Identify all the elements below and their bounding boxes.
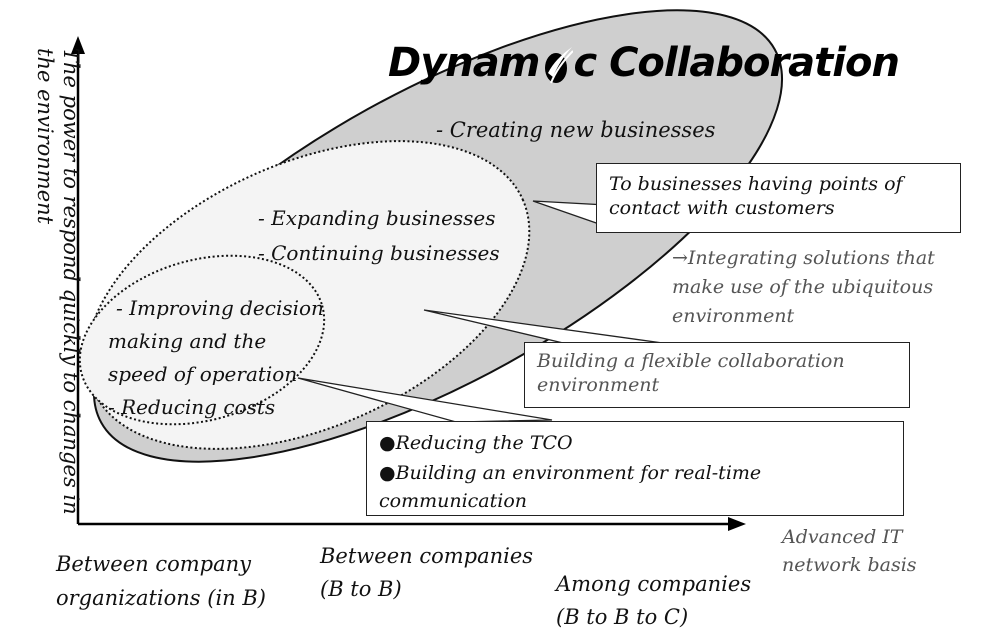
x-axis-corner-label-2: network basis	[782, 554, 917, 576]
logo-text-part2: c Collaboration	[573, 40, 900, 86]
y-axis-label-line2: the environment	[33, 48, 57, 225]
stage3-label-line2: (B to B to C)	[556, 605, 689, 629]
dynamic-collaboration-logo: Dynam c Collaboration	[388, 38, 900, 88]
stage2-label-line2: (B to B)	[320, 577, 402, 601]
tco-callout-line3: communication	[379, 490, 528, 512]
tco-callout-line1: ●Reducing the TCO	[379, 432, 573, 454]
inner-ellipse-text-3: speed of operation	[108, 362, 298, 386]
middle-ellipse-text-1: - Expanding businesses	[258, 206, 496, 230]
stage2-label-line1: Between companies	[320, 544, 534, 568]
y-axis-label: The power to respond quickly to changes …	[32, 48, 84, 515]
inner-ellipse-text-2: making and the	[108, 329, 267, 353]
customers-callout-line2: contact with customers	[609, 196, 835, 219]
middle-ellipse-text-2: - Continuing businesses	[258, 241, 500, 265]
x-axis-arrowhead	[728, 517, 746, 531]
flexible-callout-line1: Building a flexible collaboration	[537, 350, 845, 372]
customers-callout-line1: To businesses having points of	[609, 173, 903, 195]
inner-ellipse	[78, 254, 326, 426]
y-axis-arrowhead	[71, 36, 85, 54]
tco-callout-line2: ●Building an environment for real-time	[379, 462, 762, 484]
ic-swoosh-logo-icon	[539, 43, 575, 87]
stage1-label-line2: organizations (in B)	[56, 586, 266, 610]
integrating-text-2: make use of the ubiquitous	[672, 276, 934, 298]
integrating-text-3: environment	[672, 305, 795, 327]
flexible-callout-box: Building a flexible collaboration enviro…	[524, 342, 910, 408]
stage3-label-line1: Among companies	[556, 572, 752, 596]
customers-callout-box: To businesses having points of contact w…	[596, 163, 961, 233]
outer-ellipse-text: - Creating new businesses	[436, 118, 716, 142]
logo-text-part1: Dynam	[388, 40, 540, 86]
flexible-callout-line2: environment	[537, 373, 660, 396]
tco-callout-box: ●Reducing the TCO ●Building an environme…	[366, 421, 904, 516]
x-axis-corner-label-1: Advanced IT	[782, 526, 903, 548]
inner-ellipse-text-4: - Reducing costs	[108, 395, 276, 419]
inner-ellipse-text-1: - Improving decision	[116, 296, 324, 320]
integrating-text-1: →Integrating solutions that	[672, 247, 935, 269]
y-axis-label-line1: The power to respond quickly to changes …	[59, 48, 83, 515]
stage1-label-line1: Between company	[56, 552, 251, 576]
